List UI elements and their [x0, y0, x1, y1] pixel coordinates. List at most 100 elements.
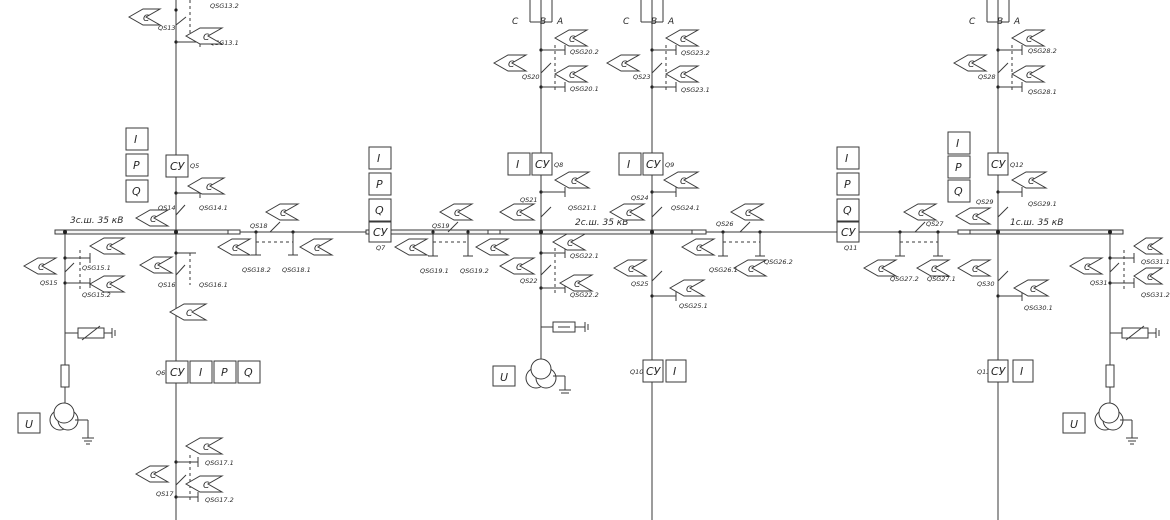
earthing-indicator [168, 303, 208, 321]
breaker-q12 [987, 152, 1009, 176]
label-qsg27-2: QSG27.2 [890, 275, 919, 283]
bus-end-marker [227, 229, 241, 235]
label-q5: Q5 [190, 162, 199, 170]
earthing-indicator [88, 237, 126, 255]
earthing-indicator [558, 274, 594, 292]
indicator-current [368, 146, 392, 170]
earthing-indicator [954, 207, 992, 225]
diamond-symbol: C [745, 209, 752, 219]
label-qs16: QS16 [158, 281, 176, 289]
diamond-symbol: C [1026, 71, 1033, 81]
indicator-power-p-text: P [955, 161, 962, 174]
breaker-q11 [836, 221, 860, 243]
indicator-voltage [492, 365, 516, 387]
diamond-symbol: C [680, 177, 687, 187]
diamond-symbol: C [516, 209, 523, 219]
voltage-transformer [53, 402, 75, 424]
indicator-power-p-text: P [376, 178, 383, 191]
label-qsg15-1: QSG15.1 [82, 264, 111, 272]
label-qsg26-1: QSG26.1 [709, 266, 738, 274]
label-qsg19-1: QSG19.1 [420, 267, 449, 275]
phase-a-label: A [556, 17, 563, 27]
bus2-label: 2с.ш. 35 кВ [575, 218, 628, 228]
earthing-indicator [605, 54, 641, 72]
indicator-current [189, 360, 213, 384]
breaker-q6 [165, 360, 189, 384]
bus-end-marker [957, 229, 971, 235]
diamond-symbol: C [314, 244, 321, 254]
earthing-indicator [956, 259, 992, 277]
label-qs15: QS15 [40, 279, 58, 287]
label-qsg20-2: QSG20.2 [570, 48, 599, 56]
control-label: СУ [535, 158, 551, 171]
diamond-symbol: C [1147, 243, 1154, 253]
diamond-symbol: C [628, 265, 635, 275]
label-qsg27-1: QSG27.1 [927, 275, 956, 283]
breaker-q13 [987, 359, 1009, 383]
indicator-power-q-text: Q [954, 185, 963, 198]
label-qs23: QS23 [633, 73, 651, 81]
control-label: СУ [170, 366, 186, 379]
label-q9: Q9 [665, 161, 674, 169]
control-label: СУ [170, 160, 186, 173]
voltage-transformer [530, 358, 552, 380]
indicator-current-text: I [516, 158, 519, 171]
indicator-power-p [368, 172, 392, 196]
earthing-indicator [298, 238, 334, 256]
earthing-indicator [498, 257, 536, 275]
bus-end-marker [487, 229, 501, 235]
diamond-symbol: C [972, 213, 979, 223]
label-qs29: QS29 [976, 198, 994, 206]
label-qs31: QS31 [1090, 279, 1108, 287]
earthing-indicator [498, 203, 536, 221]
earthing-indicator [662, 171, 700, 189]
breaker-q8 [531, 152, 553, 176]
diamond-symbol: C [574, 280, 581, 290]
earthing-indicator [1068, 257, 1104, 275]
label-qsg23-1: QSG23.1 [681, 86, 710, 94]
earthing-indicator [186, 177, 226, 195]
bus1-label: 1с.ш. 35 кВ [1010, 218, 1063, 228]
indicator-current [1012, 359, 1034, 383]
indicator-current [618, 152, 642, 176]
diamond-symbol: C [143, 14, 150, 24]
earthing-indicator [612, 259, 648, 277]
earthing-indicator [474, 238, 510, 256]
earthing-indicator [184, 475, 224, 493]
diamond-symbol: C [968, 60, 975, 70]
diamond-symbol: C [571, 177, 578, 187]
earthing-indicator [438, 203, 474, 221]
label-qs26: QS26 [716, 220, 734, 228]
label-qsg23-2: QSG23.2 [681, 49, 710, 57]
indicator-current-text: I [1020, 365, 1023, 378]
diamond-symbol: C [150, 215, 157, 225]
diamond-symbol: C [154, 262, 161, 272]
diamond-symbol: C [186, 309, 193, 319]
diamond-symbol: C [567, 239, 574, 249]
earthing-indicator [553, 65, 589, 83]
control-label: СУ [373, 226, 389, 239]
diamond-symbol: C [206, 183, 213, 193]
earthing-indicator [88, 275, 126, 293]
busbar-3 [54, 229, 241, 235]
breaker-q9 [642, 152, 664, 176]
earthing-indicator [134, 209, 170, 227]
diamond-symbol: C [621, 60, 628, 70]
indicator-power-q [125, 179, 149, 203]
label-q12: Q12 [1010, 161, 1023, 169]
label-qsg17-2: QSG17.2 [205, 496, 234, 504]
indicator-current [507, 152, 531, 176]
label-qsg21-1: QSG21.1 [568, 204, 597, 212]
indicator-current-text: I [673, 365, 676, 378]
label-qsg15-2: QSG15.2 [82, 291, 111, 299]
earthing-indicator [732, 259, 768, 277]
label-qs13: QS13 [158, 24, 176, 32]
busbar-2 [489, 229, 706, 235]
label-qs19: QS19 [432, 222, 450, 230]
indicator-power-p [213, 360, 237, 384]
label-qsg17-1: QSG17.1 [205, 459, 234, 467]
label-qsg14-1: QSG14.1 [199, 204, 228, 212]
label-qsg28-2: QSG28.2 [1028, 47, 1057, 55]
label-qs28: QS28 [978, 73, 996, 81]
label-qsg13-2: QSG13.2 [210, 2, 239, 10]
